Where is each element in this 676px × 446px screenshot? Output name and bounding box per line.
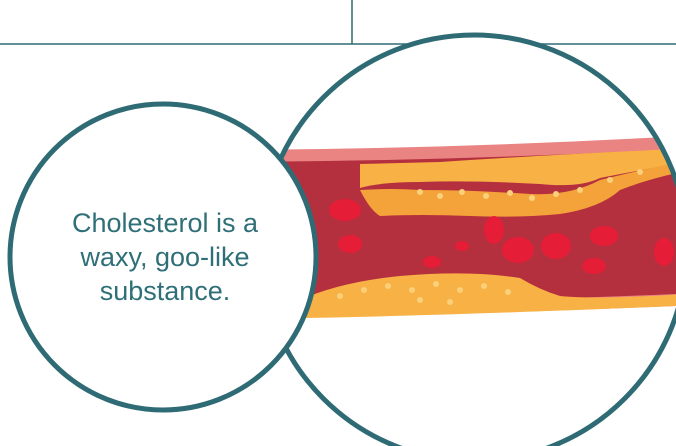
caption-text: Cholesterol is a waxy, goo-like substanc…: [30, 206, 300, 308]
